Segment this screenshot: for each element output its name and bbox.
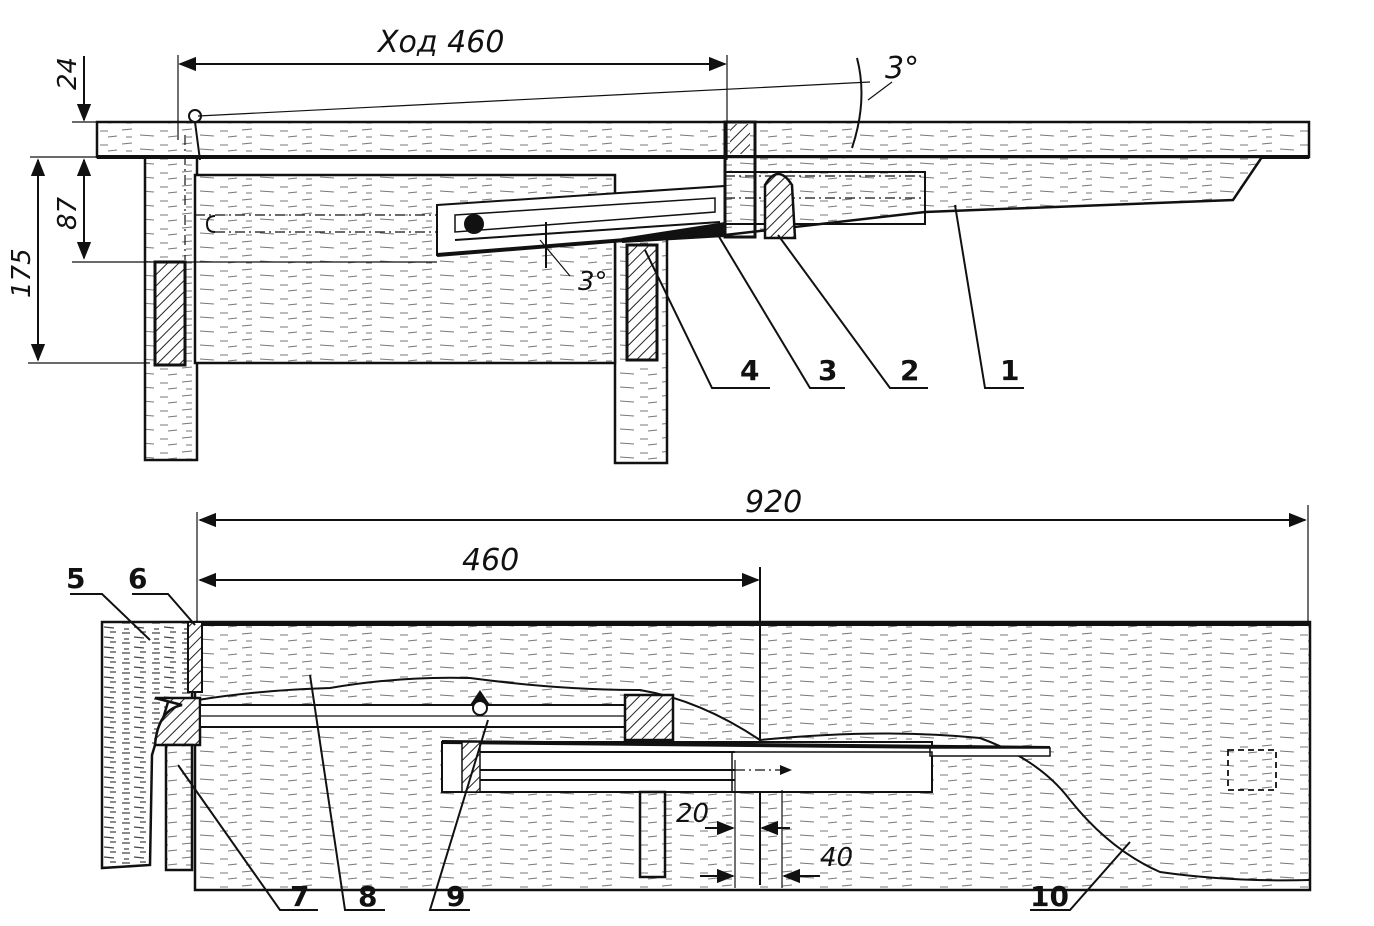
angle-bottom-label: 3° (578, 267, 608, 297)
guide-slot (454, 197, 716, 233)
cutaway-contour (197, 676, 1311, 882)
callout-5: 5 (66, 562, 85, 595)
leg-7 (164, 743, 194, 872)
strip-6 (187, 621, 203, 693)
dim-40: 40 (820, 843, 853, 873)
callout-7: 7 (290, 880, 309, 913)
dim-920: 920 (745, 485, 802, 520)
dim-175: 175 (7, 248, 37, 298)
rail-pin (464, 214, 484, 234)
right-leg-section (625, 243, 659, 362)
rail-block (623, 693, 675, 742)
guide-assembly (441, 741, 933, 793)
callout-4: 4 (740, 354, 759, 387)
dim-24: 24 (53, 57, 83, 90)
bottom-view: 920 460 20 40 5 6 7 8 9 10 (66, 485, 1312, 913)
support-leg (638, 790, 667, 879)
stroke-label: Ход 460 (376, 25, 504, 60)
stop-2 (763, 172, 797, 240)
dim-20: 20 (676, 799, 709, 829)
callout-9: 9 (446, 880, 465, 913)
dim-87: 87 (53, 196, 83, 230)
callout-10: 10 (1030, 880, 1069, 913)
clip-block (723, 120, 757, 239)
callout-1: 1 (1000, 354, 1019, 387)
dashed-slot (1227, 749, 1277, 791)
callout-2: 2 (900, 354, 919, 387)
tabletop (95, 120, 1311, 159)
dim-460: 460 (462, 543, 519, 578)
top-view: Ход 460 3° 3° 24 87 175 4 3 2 1 (7, 25, 1311, 465)
callout-3: 3 (818, 354, 837, 387)
left-leg-section (153, 260, 187, 367)
callout-6: 6 (128, 562, 147, 595)
angle-top-label: 3° (885, 51, 919, 86)
callout-8: 8 (358, 880, 377, 913)
